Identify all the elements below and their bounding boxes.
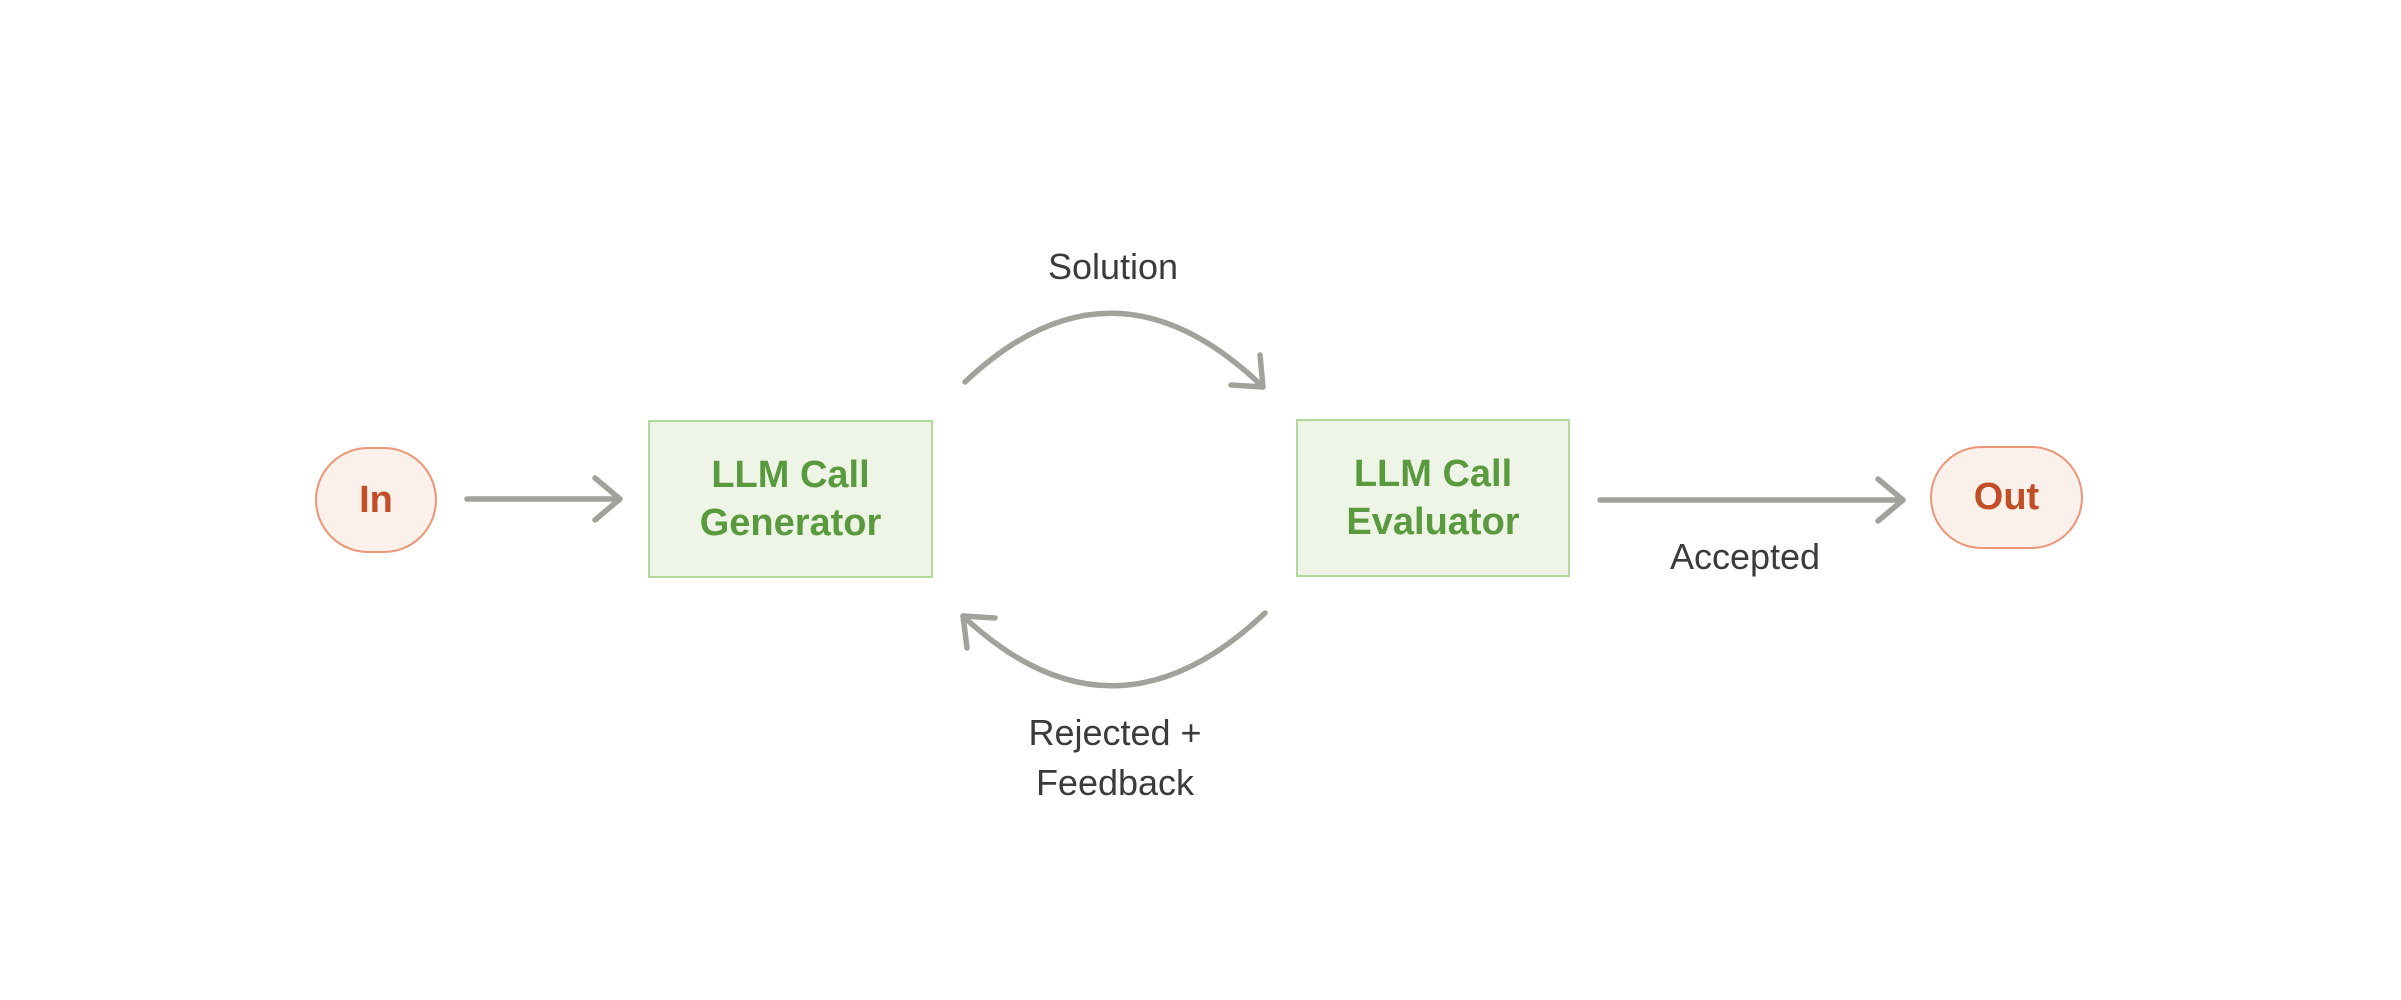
node-llm-call-evaluator: LLM Call Evaluator [1296, 419, 1570, 577]
node-evaluator-label-line2: Evaluator [1346, 501, 1520, 543]
node-generator-label-line2: Generator [699, 502, 882, 544]
edge-label-rejected-line1: Rejected + [1028, 712, 1202, 753]
arrow-rejected-arc [960, 610, 1268, 689]
edge-label-solution: Solution [1047, 246, 1179, 287]
node-out: Out [1930, 446, 2083, 549]
node-in-label: In [359, 478, 393, 521]
node-generator-label-line1: LLM Call [711, 454, 870, 496]
edge-label-rejected-line2: Feedback [1035, 762, 1195, 803]
node-llm-call-generator: LLM Call Generator [648, 420, 933, 578]
arrow-solution-arc [962, 310, 1266, 390]
edge-label-rejected-feedback: Rejected + Feedback [1028, 708, 1201, 808]
node-out-label: Out [1973, 476, 2040, 518]
arrow-in-to-generator [464, 475, 623, 523]
node-in: In [315, 447, 437, 553]
edge-label-accepted: Accepted [1669, 536, 1821, 577]
arrow-evaluator-to-out [1597, 476, 1906, 524]
node-evaluator-label-line1: LLM Call [1353, 453, 1513, 495]
